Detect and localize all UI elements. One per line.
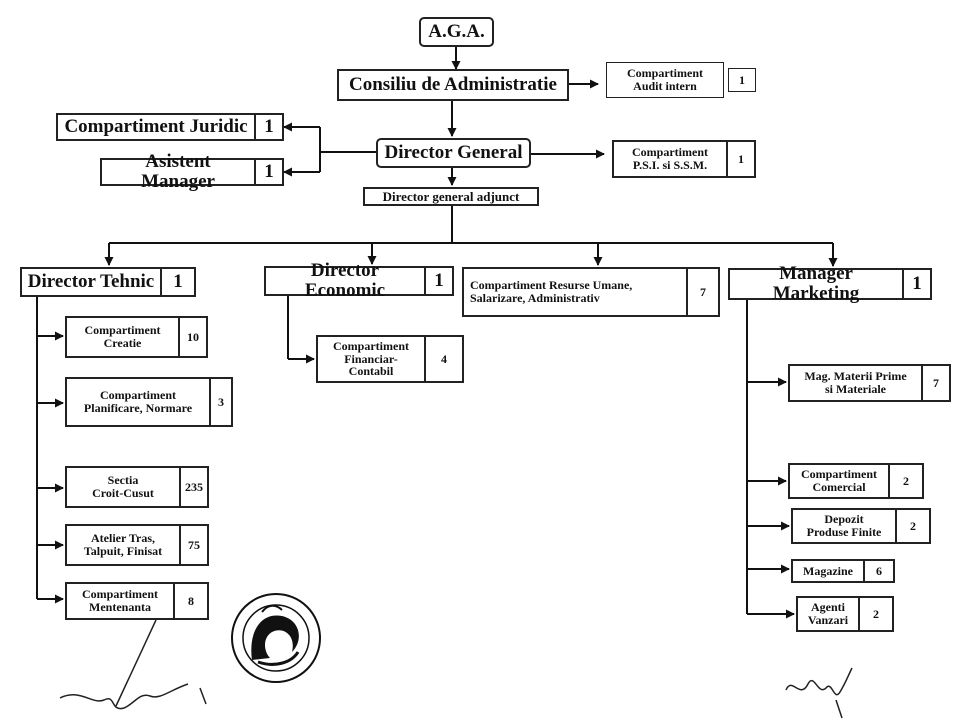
mag-materii-box: Mag. Materii Prime si Materiale 7 <box>788 364 951 402</box>
atelier-label: Atelier Tras, Talpuit, Finisat <box>67 526 179 564</box>
sectia-label-line2: Croit-Cusut <box>92 486 154 500</box>
financiar-label-line2: Financiar-Contabil <box>344 351 398 379</box>
depozit-label-line2: Produse Finite <box>806 525 882 539</box>
mentenanta-box: Compartiment Mentenanta 8 <box>65 582 209 620</box>
financiar-label-line1: Compartiment <box>333 339 409 354</box>
depozit-label-line1: Depozit <box>824 512 864 527</box>
manager-marketing-label: Manager Marketing <box>772 263 860 304</box>
director-economic-label: Director Economic <box>304 260 386 301</box>
planificare-box: Compartiment Planificare, Normare 3 <box>65 377 233 427</box>
comercial-label-line1: Compartiment <box>801 467 877 482</box>
director-general-box: Director General <box>376 138 531 168</box>
juridic-label: Compartiment Juridic <box>64 116 248 138</box>
financiar-box: Compartiment Financiar-Contabil 4 <box>316 335 464 383</box>
agenti-count: 2 <box>858 598 892 630</box>
creatie-count: 10 <box>178 318 206 356</box>
depozit-label: Depozit Produse Finite <box>793 510 895 542</box>
mentenanta-label: Compartiment Mentenanta <box>67 584 173 618</box>
magazine-count: 6 <box>863 561 893 581</box>
psi-box: Compartiment P.S.I. si S.S.M. 1 <box>612 140 756 178</box>
comercial-label: Compartiment Comercial <box>790 465 888 497</box>
atelier-count: 75 <box>179 526 207 564</box>
audit-label: Compartiment Audit intern <box>606 62 724 98</box>
agenti-label: Agenti Vanzari <box>798 598 858 630</box>
aga-box: A.G.A. <box>419 17 494 47</box>
mentenanta-label-line1: Compartiment <box>82 587 158 602</box>
psi-count: 1 <box>726 142 754 176</box>
resurse-umane-box: Compartiment Resurse Umane, Salarizare, … <box>462 267 720 317</box>
depozit-count: 2 <box>895 510 929 542</box>
audit-label-line1: Compartiment <box>627 66 703 81</box>
planificare-label: Compartiment Planificare, Normare <box>67 379 209 425</box>
company-stamp <box>231 593 321 683</box>
director-economic-box: Director Economic 1 <box>264 260 454 301</box>
comercial-count: 2 <box>888 465 922 497</box>
financiar-count: 4 <box>424 337 462 381</box>
sectia-label-line1: Sectia <box>107 473 139 488</box>
sectia-label: Sectia Croit-Cusut <box>67 468 179 506</box>
psi-label-line1: Compartiment <box>632 145 708 160</box>
director-tehnic-label: Director Tehnic <box>27 271 155 293</box>
sectia-box: Sectia Croit-Cusut 235 <box>65 466 209 508</box>
audit-count: 1 <box>728 68 756 92</box>
creatie-box: Compartiment Creatie 10 <box>65 316 208 358</box>
depozit-box: Depozit Produse Finite 2 <box>791 508 931 544</box>
manager-marketing-box: Manager Marketing 1 <box>728 263 932 304</box>
financiar-label: Compartiment Financiar-Contabil <box>318 337 424 381</box>
magazine-box: Magazine 6 <box>791 559 895 583</box>
creatie-label-line2: Creatie <box>103 336 142 350</box>
director-economic-count: 1 <box>424 268 452 294</box>
resurse-umane-count: 7 <box>686 269 718 315</box>
atelier-box: Atelier Tras, Talpuit, Finisat 75 <box>65 524 209 566</box>
director-tehnic-box: Director Tehnic 1 <box>20 267 196 297</box>
psi-label-line2: P.S.I. si S.S.M. <box>632 158 708 172</box>
adjunct-label: Director general adjunct <box>382 188 520 204</box>
director-tehnic-count: 1 <box>160 269 194 295</box>
magazine-label: Magazine <box>803 563 853 578</box>
resurse-umane-label-line1: Compartiment Resurse Umane, <box>470 278 633 293</box>
mag-materii-label: Mag. Materii Prime si Materiale <box>790 366 921 400</box>
director-general-label: Director General <box>384 142 523 164</box>
signature-left <box>59 619 207 710</box>
planificare-count: 3 <box>209 379 231 425</box>
juridic-count: 1 <box>254 115 282 139</box>
comercial-label-line2: Comercial <box>812 480 866 494</box>
consiliu-label: Consiliu de Administratie <box>349 74 557 96</box>
resurse-umane-label: Compartiment Resurse Umane, Salarizare, … <box>464 269 686 315</box>
mentenanta-label-line2: Mentenanta <box>89 600 151 614</box>
agenti-label-line1: Agenti <box>811 600 845 615</box>
psi-label: Compartiment P.S.I. si S.S.M. <box>614 142 726 176</box>
sectia-count: 235 <box>179 468 207 506</box>
consiliu-box: Consiliu de Administratie <box>337 69 569 101</box>
mag-materii-label-line2: si Materiale <box>825 382 886 396</box>
agenti-label-line2: Vanzari <box>807 613 849 627</box>
adjunct-box: Director general adjunct <box>363 187 539 206</box>
comercial-box: Compartiment Comercial 2 <box>788 463 924 499</box>
creatie-label-line1: Compartiment <box>84 323 161 338</box>
manager-marketing-count: 1 <box>902 270 930 298</box>
creatie-label: Compartiment Creatie <box>67 318 178 356</box>
audit-box: Compartiment Audit intern 1 <box>606 62 756 98</box>
planificare-label-line2: Planificare, Normare <box>83 401 193 415</box>
aga-label: A.G.A. <box>428 21 485 43</box>
atelier-label-line1: Atelier Tras, <box>91 531 155 546</box>
mag-materii-label-line1: Mag. Materii Prime <box>804 369 907 384</box>
asistent-box: Asistent Manager 1 <box>100 151 284 192</box>
mag-materii-count: 7 <box>921 366 949 400</box>
planificare-label-line1: Compartiment <box>100 388 176 403</box>
juridic-box: Compartiment Juridic 1 <box>56 113 284 141</box>
agenti-box: Agenti Vanzari 2 <box>796 596 894 632</box>
asistent-count: 1 <box>254 160 282 184</box>
atelier-label-line2: Talpuit, Finisat <box>83 544 163 558</box>
audit-label-line2: Audit intern <box>633 79 697 93</box>
mentenanta-count: 8 <box>173 584 207 618</box>
signature-right <box>785 667 853 719</box>
asistent-label: Asistent Manager <box>141 151 215 192</box>
resurse-umane-label-line2: Salarizare, Administrativ <box>470 291 600 305</box>
